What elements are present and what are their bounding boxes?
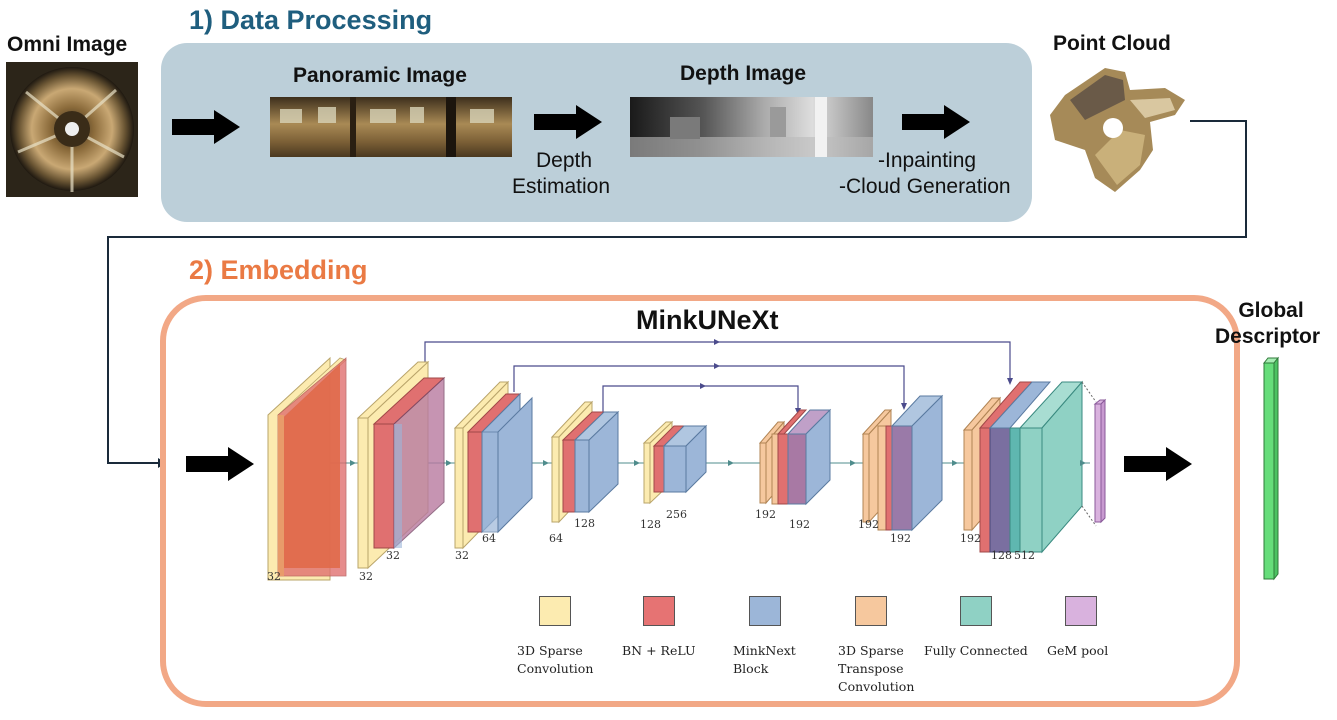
legend-label: Convolution [838,679,915,694]
ch-label: 32 [359,570,373,583]
arrow-to-descriptor [1124,447,1192,481]
omni-image [6,62,138,197]
data-processing-title: 1) Data Processing [189,5,433,35]
ch-label: 192 [890,532,911,545]
ch-label: 192 [789,518,810,531]
ch-label: 32 [267,570,281,583]
block-6 [758,408,832,506]
arrow-omni-to-pano [172,110,240,144]
ch-label: 64 [482,532,496,545]
cloud-generation-label: -Cloud Generation [839,175,1011,198]
block-5 [642,420,708,505]
global-descriptor-label-1: Global [1238,299,1304,322]
minkunext-diagram [267,339,1107,581]
ch-label: 256 [666,508,687,521]
arrow-depth-to-cloud [902,105,970,139]
block-2 [356,360,446,570]
legend-label: Block [733,661,769,676]
global-descriptor-vector [1262,356,1280,581]
global-descriptor-label-2: Descriptor [1215,325,1321,348]
ch-label: 128 [574,517,595,530]
legend-label: MinkNext [733,643,796,658]
omni-image-label: Omni Image [7,33,128,56]
depth-estimation-label-1: Depth [535,149,593,172]
ch-label: 192 [755,508,776,521]
ch-label: 192 [858,518,879,531]
network-title: MinkUNeXt [636,305,779,335]
legend-label: GeM pool [1047,643,1109,658]
ch-label: 512 [1014,549,1035,562]
legend-label: 3D Sparse [517,643,583,658]
depth-estimation-label-2: Estimation [512,175,611,198]
block-3 [453,380,533,550]
ch-label: 64 [549,532,563,545]
ch-label: 128 [991,549,1012,562]
legend-swatch-gem-pool [1065,596,1097,626]
block-8 [962,380,1107,554]
legend-swatch-minknext-block [749,596,781,626]
point-cloud-image [1045,60,1195,200]
embedding-panel [160,295,1240,707]
point-cloud-label: Point Cloud [1053,32,1171,55]
ch-label: 32 [455,549,469,562]
arrow-pano-to-depth [534,105,602,139]
block-4 [550,400,620,524]
legend-label: Transpose [838,661,904,676]
embedding-title: 2) Embedding [189,255,368,285]
legend-swatch-bn-relu [643,596,675,626]
ch-label: 128 [640,518,661,531]
legend-label: Convolution [517,661,594,676]
depth-image [630,97,873,157]
legend-label: 3D Sparse [838,643,904,658]
arrow-into-network [186,447,254,481]
block-7 [861,394,944,532]
ch-label: 32 [386,549,400,562]
panoramic-image-label: Panoramic Image [293,64,467,87]
legend-swatch-fully-connected [960,596,992,626]
block-1 [267,356,347,581]
ch-label: 192 [960,532,981,545]
legend-label: Fully Connected [924,643,1028,658]
inpainting-label: -Inpainting [878,149,977,172]
legend-label: BN + ReLU [622,643,696,658]
legend-swatch-transpose-conv [855,596,887,626]
legend-swatch-sparse-conv [539,596,571,626]
panoramic-image [270,97,512,157]
depth-image-label: Depth Image [680,62,807,85]
